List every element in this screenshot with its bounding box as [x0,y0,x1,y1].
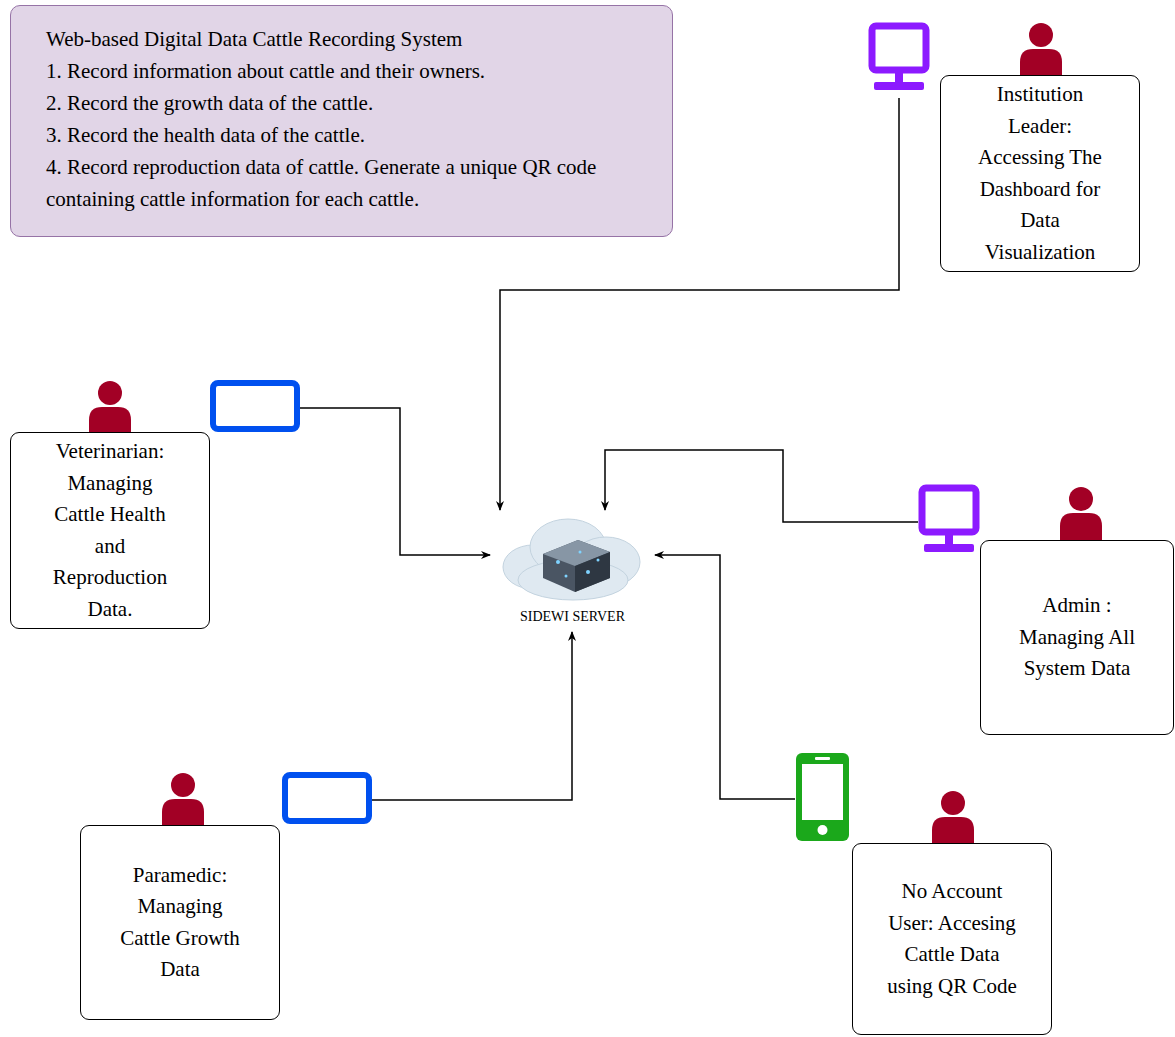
role-box: No Account User: Accesing Cattle Data us… [852,843,1052,1035]
person-icon [1018,22,1064,80]
actor-node: Admin : Managing All System Data [918,484,1174,736]
feature-item: 2. Record the growth data of the cattle. [46,88,652,120]
role-text: No Account User: Accesing Cattle Data us… [887,876,1017,1002]
device-icon [210,380,300,436]
device-icon [918,484,980,560]
role-box: Paramedic: Managing Cattle Growth Data [80,825,280,1020]
role-box: Veterinarian: Managing Cattle Health and… [10,432,210,629]
device-icon [795,752,850,846]
person-icon [87,380,133,438]
person-icon [930,790,976,848]
connector-arrow [300,408,490,555]
connector-arrow [605,450,918,522]
connector-arrow [372,632,572,800]
actor-node: No Account User: Accesing Cattle Data us… [795,752,1052,1035]
cloud-server-icon [498,512,648,611]
connector-arrow [655,555,795,799]
role-box: Admin : Managing All System Data [980,540,1174,735]
device-icon [868,22,930,98]
actor-node: Paramedic: Managing Cattle Growth Data [80,770,372,1020]
summary-heading: Web-based Digital Data Cattle Recording … [46,24,652,56]
summary-box: Web-based Digital Data Cattle Recording … [10,5,673,237]
actor-node: Veterinarian: Managing Cattle Health and… [10,378,300,629]
person-icon [160,772,206,830]
actor-node: Institution Leader: Accessing The Dashbo… [868,20,1140,272]
feature-item: 4. Record reproduction data of cattle. G… [46,152,652,216]
role-text: Admin : Managing All System Data [1015,590,1139,685]
feature-item: 1. Record information about cattle and t… [46,56,652,88]
server-label: SIDEWI SERVER [490,609,655,626]
role-text: Veterinarian: Managing Cattle Health and… [45,436,175,625]
server-node: SIDEWI SERVER [490,510,655,632]
role-text: Paramedic: Managing Cattle Growth Data [115,860,245,986]
person-icon [1058,486,1104,544]
role-text: Institution Leader: Accessing The Dashbo… [975,79,1105,268]
role-box: Institution Leader: Accessing The Dashbo… [940,75,1140,272]
feature-item: 3. Record the health data of the cattle. [46,120,652,152]
device-icon [282,772,372,828]
